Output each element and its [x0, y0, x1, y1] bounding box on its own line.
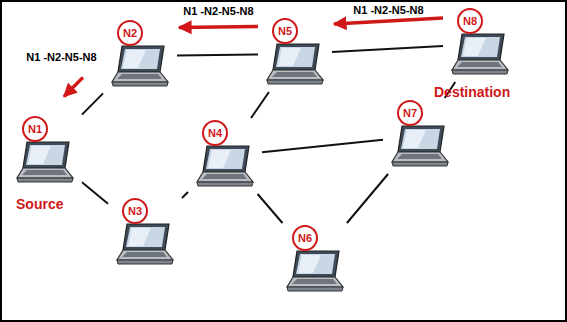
- network-link: [332, 46, 443, 52]
- laptop-node: N1: [10, 116, 80, 188]
- laptop-icon: [108, 44, 172, 90]
- role-label: Destination: [434, 84, 510, 100]
- node-id-circle: N2: [117, 20, 143, 46]
- network-link: [258, 194, 283, 223]
- route-label: N1 -N2-N5-N8: [181, 5, 255, 17]
- laptop-node: N4: [190, 120, 260, 192]
- network-link: [177, 54, 258, 55]
- route-arrow: [179, 26, 258, 27]
- laptop-icon: [193, 144, 257, 190]
- laptop-node: N2: [105, 20, 175, 92]
- laptop-icon: [113, 222, 177, 268]
- laptop-node: N5: [260, 18, 330, 90]
- route-label: N1 -N2-N5-N8: [24, 51, 98, 63]
- network-link: [82, 182, 108, 203]
- laptop-node: N8: [445, 8, 515, 80]
- laptop-icon: [448, 32, 512, 78]
- route-arrow: [64, 77, 83, 96]
- node-id-circle: N7: [397, 100, 423, 126]
- laptop-node: N7: [385, 100, 455, 172]
- laptop-icon: [13, 140, 77, 186]
- laptop-node: N3: [110, 198, 180, 270]
- route-label: N1 -N2-N5-N8: [351, 4, 425, 16]
- network-link: [251, 92, 269, 118]
- node-id-circle: N4: [202, 120, 228, 146]
- network-link: [262, 140, 383, 152]
- laptop-icon: [388, 124, 452, 170]
- laptop-icon: [263, 42, 327, 88]
- laptop-node: N6: [280, 225, 350, 297]
- node-id-circle: N3: [122, 198, 148, 224]
- role-label: Source: [16, 196, 63, 212]
- network-link: [82, 93, 103, 114]
- route-arrow: [334, 18, 443, 24]
- network-link: [347, 174, 388, 223]
- laptop-icon: [283, 249, 347, 295]
- network-link: [182, 192, 188, 198]
- node-id-circle: N6: [292, 225, 318, 251]
- node-id-circle: N8: [457, 8, 483, 34]
- node-id-circle: N5: [272, 18, 298, 44]
- node-id-circle: N1: [22, 116, 48, 142]
